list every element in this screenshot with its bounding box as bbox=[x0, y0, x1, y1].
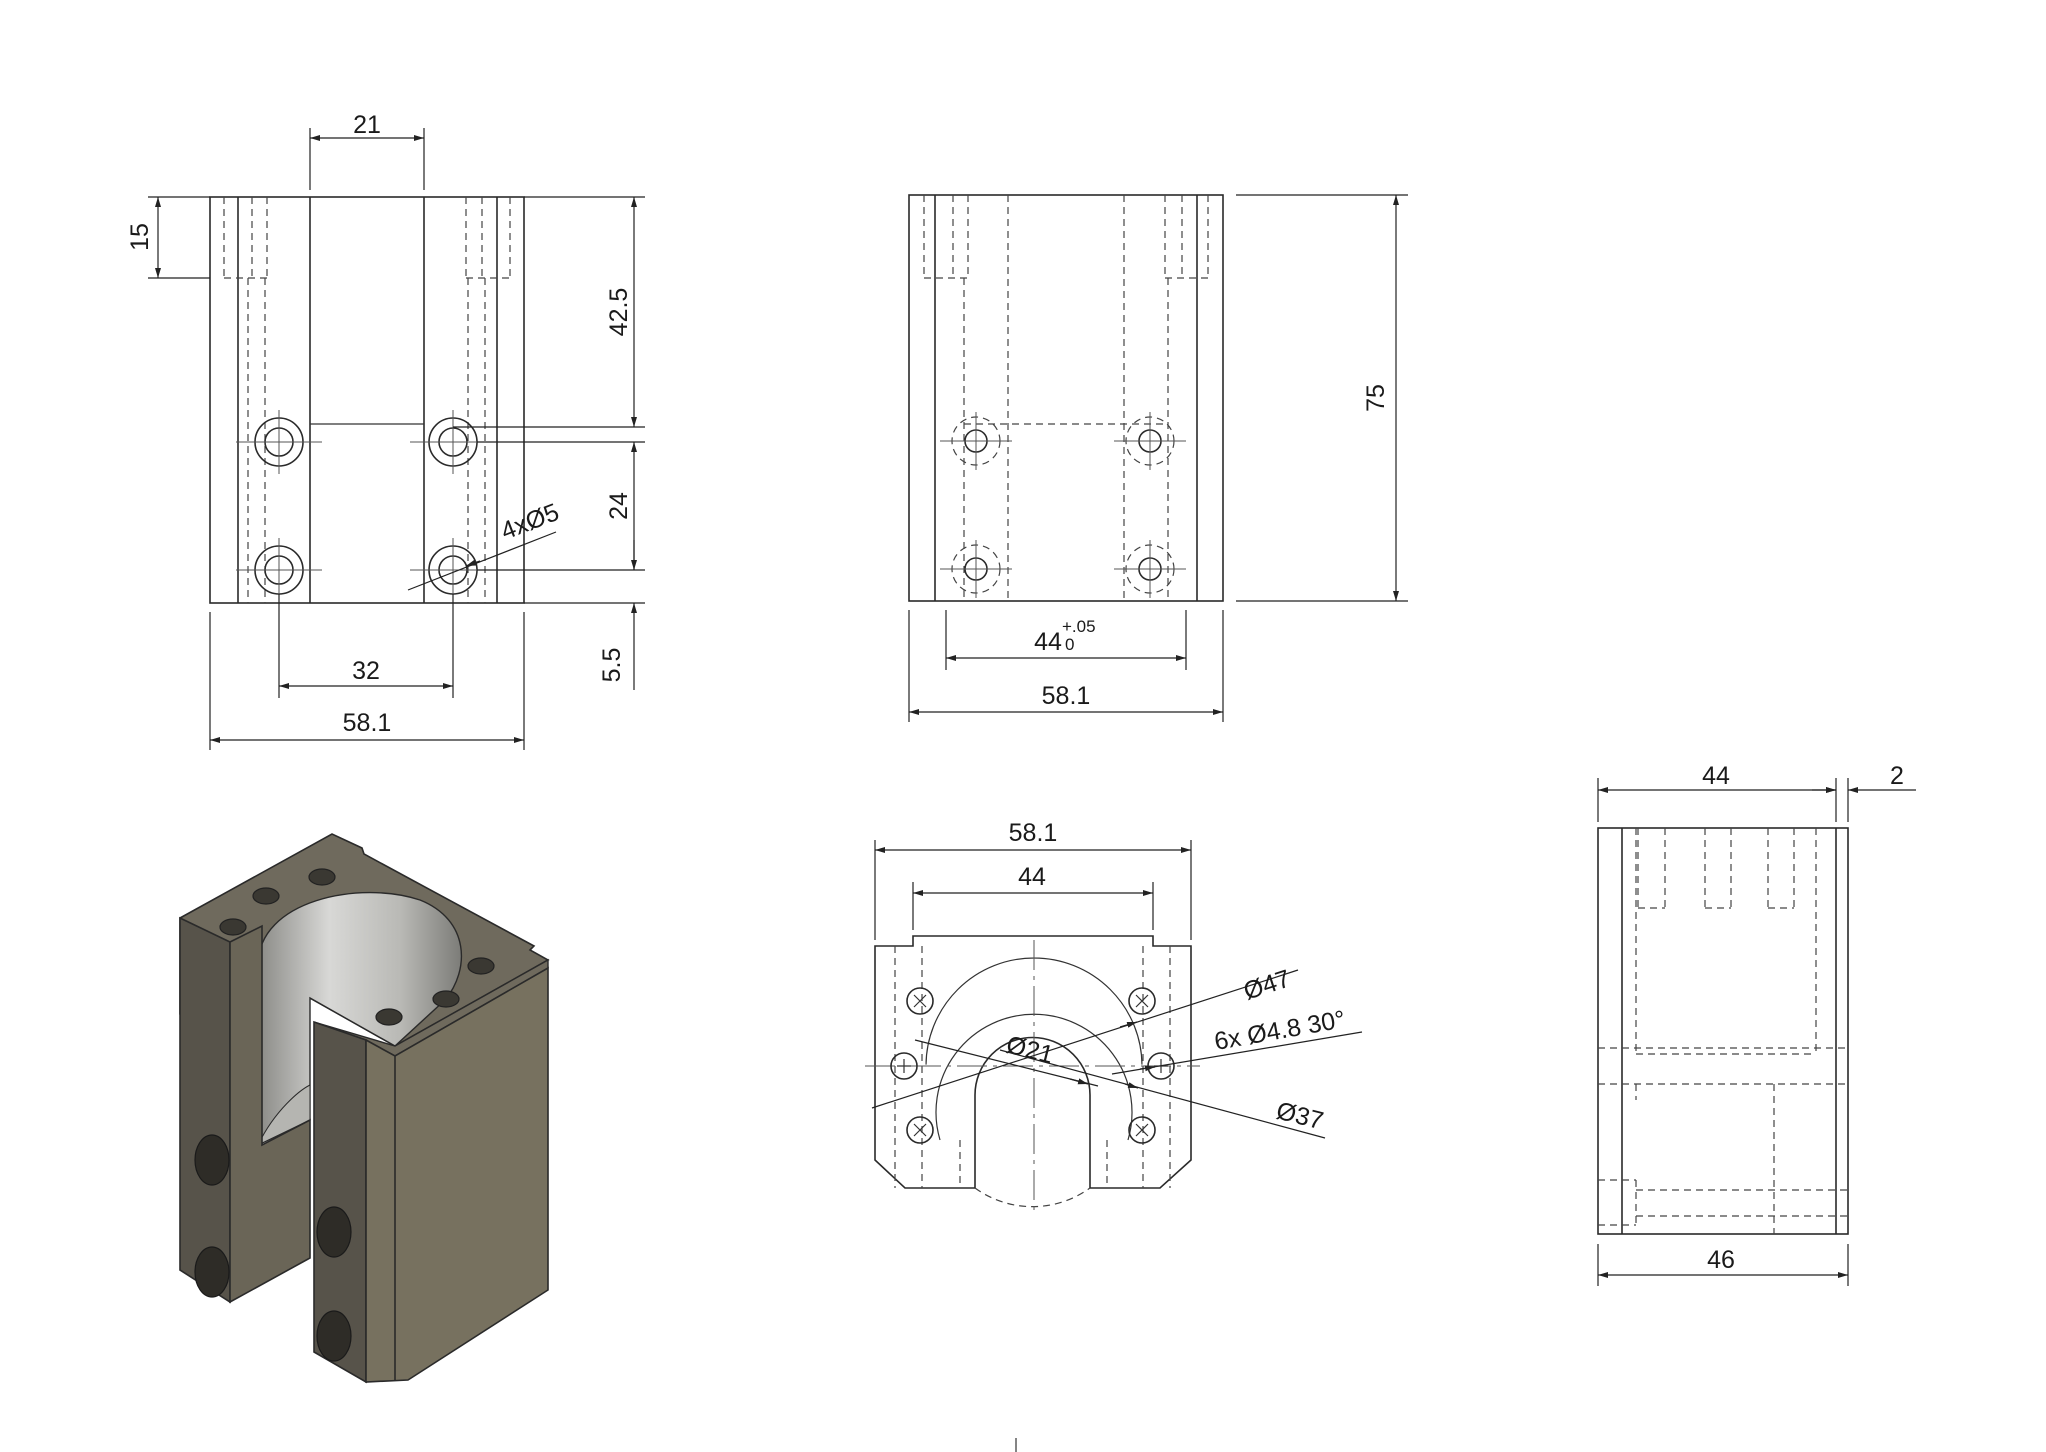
front-dim-21: 21 bbox=[353, 111, 381, 139]
front-dim-32: 32 bbox=[352, 657, 380, 685]
back-dim-75: 75 bbox=[1362, 384, 1390, 412]
iso-side-hole-2 bbox=[194, 1246, 230, 1298]
iso-bore-opening bbox=[257, 891, 463, 1147]
front-hole-tl bbox=[236, 410, 322, 474]
iso-top-hole-6 bbox=[375, 1008, 403, 1026]
top-dim-holes: 6x Ø4.8 30° bbox=[1212, 1005, 1347, 1056]
iso-bore-floor bbox=[256, 1084, 311, 1147]
front-dim-24: 24 bbox=[605, 492, 633, 520]
front-dim-58-1: 58.1 bbox=[343, 709, 392, 737]
back-hole-tr bbox=[1114, 412, 1186, 470]
top-hole-3 bbox=[890, 1052, 918, 1080]
top-view: 58.1 44 Ø47 6x Ø4.8 30° Ø21 Ø37 bbox=[865, 819, 1363, 1212]
front-dim-holes: 4xØ5 bbox=[497, 498, 563, 546]
iso-top-hole-1 bbox=[308, 868, 336, 886]
top-dim-44: 44 bbox=[1018, 863, 1046, 891]
side-dim-2: 2 bbox=[1890, 762, 1904, 790]
back-hole-tl bbox=[940, 412, 1012, 470]
top-dim-58-1: 58.1 bbox=[1009, 819, 1058, 847]
back-dim-44: 44 bbox=[1034, 628, 1062, 656]
back-hole-bl bbox=[940, 540, 1012, 598]
back-dim-tol-upper: +.05 bbox=[1062, 617, 1096, 636]
side-view: 44 2 46 bbox=[1597, 762, 1916, 1286]
front-dim-15: 15 bbox=[126, 223, 154, 251]
back-view: 75 44 +.05 0 58.1 bbox=[908, 194, 1408, 722]
back-hole-br bbox=[1114, 540, 1186, 598]
front-dim-42-5: 42.5 bbox=[605, 288, 633, 337]
back-dim-tol-lower: 0 bbox=[1065, 635, 1074, 654]
iso-top-hole-3 bbox=[219, 918, 247, 936]
iso-top-hole-4 bbox=[467, 957, 495, 975]
top-hole-6 bbox=[1128, 1116, 1156, 1144]
iso-side-hole-3 bbox=[316, 1206, 352, 1258]
front-dim-5-5: 5.5 bbox=[598, 648, 626, 683]
top-hole-2 bbox=[1128, 987, 1156, 1015]
top-hole-1 bbox=[906, 987, 934, 1015]
top-dim-d47: Ø47 bbox=[1240, 964, 1294, 1005]
iso-side-hole-4 bbox=[316, 1310, 352, 1362]
side-dim-46: 46 bbox=[1707, 1246, 1735, 1274]
top-hole-5 bbox=[906, 1116, 934, 1144]
iso-left-side-face bbox=[229, 924, 311, 1304]
iso-side-hole-1 bbox=[194, 1134, 230, 1186]
front-hole-bl bbox=[236, 538, 322, 602]
iso-top-hole-5 bbox=[432, 990, 460, 1008]
isometric-view bbox=[179, 833, 550, 1384]
front-view: 21 15 42.5 24 5.5 4xØ5 32 58.1 bbox=[126, 111, 645, 750]
side-dim-44: 44 bbox=[1702, 762, 1730, 790]
iso-top-hole-2 bbox=[252, 887, 280, 905]
iso-left-front-face bbox=[179, 916, 231, 1304]
top-dim-d37: Ø37 bbox=[1274, 1097, 1327, 1136]
back-dim-58-1: 58.1 bbox=[1042, 682, 1091, 710]
